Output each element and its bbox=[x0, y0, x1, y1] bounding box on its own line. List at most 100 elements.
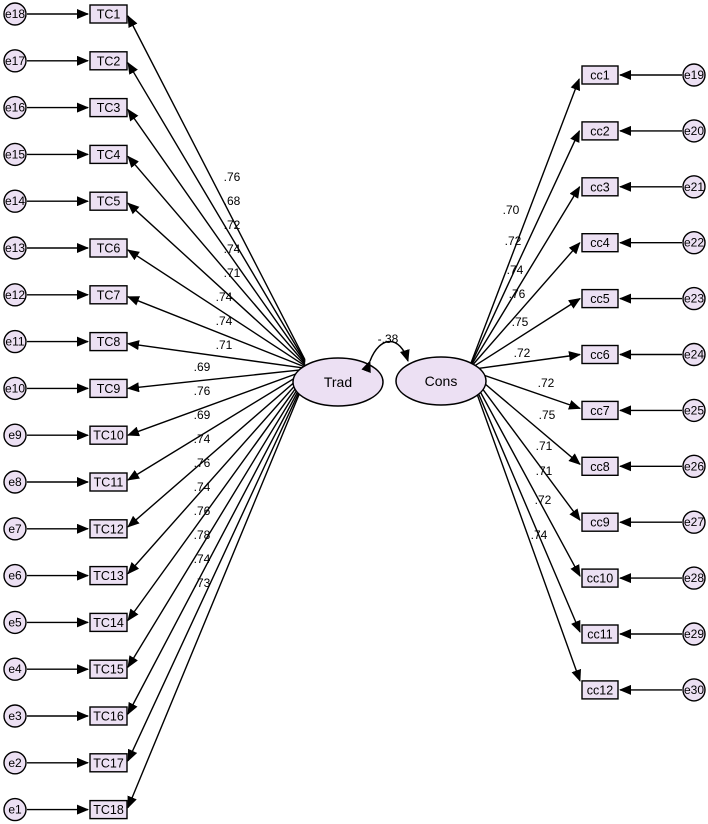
indicator-label: TC9 bbox=[97, 382, 121, 396]
loading-path bbox=[127, 340, 306, 369]
indicator-label: TC8 bbox=[97, 335, 121, 349]
indicator-TC2: TC2 bbox=[89, 51, 128, 71]
error-term-e14: e14 bbox=[3, 189, 27, 213]
indicator-label: cc5 bbox=[590, 292, 610, 306]
error-label: e12 bbox=[5, 288, 25, 302]
loading-path bbox=[127, 372, 306, 528]
indicator-label: TC4 bbox=[97, 148, 121, 162]
indicator-TC13: TC13 bbox=[89, 565, 128, 586]
error-term-e23: e23 bbox=[682, 286, 706, 311]
loading-path bbox=[469, 78, 580, 366]
loading-path bbox=[127, 108, 306, 363]
error-term-e24: e24 bbox=[682, 342, 706, 367]
error-term-e28: e28 bbox=[682, 566, 706, 590]
error-label: e11 bbox=[5, 335, 24, 349]
indicator-label: TC1 bbox=[97, 8, 121, 22]
error-label: e7 bbox=[8, 522, 22, 536]
loading-path bbox=[127, 373, 306, 575]
error-label: e27 bbox=[684, 515, 704, 529]
error-term-e22: e22 bbox=[682, 230, 706, 255]
error-term-e11: e11 bbox=[3, 329, 27, 354]
loading-path bbox=[127, 249, 306, 367]
error-label: e25 bbox=[684, 403, 704, 417]
loading-label: .75 bbox=[512, 315, 529, 329]
indicator-TC9: TC9 bbox=[89, 378, 128, 399]
indicator-label: cc8 bbox=[590, 460, 610, 474]
error-label: e28 bbox=[684, 571, 704, 585]
indicator-label: cc12 bbox=[587, 683, 613, 697]
error-label: e16 bbox=[5, 101, 25, 115]
covariance-arc: -.38 bbox=[361, 332, 410, 374]
error-term-e18: e18 bbox=[3, 2, 27, 26]
indicator-label: cc2 bbox=[590, 124, 610, 138]
error-label: e22 bbox=[684, 236, 704, 250]
indicator-TC6: TC6 bbox=[89, 238, 128, 258]
latent-cons: Cons bbox=[395, 356, 487, 406]
loading-label: .72 bbox=[505, 234, 522, 248]
indicator-label: TC13 bbox=[93, 569, 124, 583]
indicator-TC18: TC18 bbox=[89, 799, 128, 820]
indicator-label: TC14 bbox=[93, 616, 124, 630]
indicator-label: TC15 bbox=[93, 663, 124, 677]
loading-label: .68 bbox=[224, 194, 241, 208]
error-term-e20: e20 bbox=[682, 119, 706, 143]
indicator-cc7: cc7 bbox=[581, 400, 619, 421]
error-label: e29 bbox=[684, 627, 704, 641]
indicator-cc8: cc8 bbox=[581, 456, 619, 476]
loading-label: .74 bbox=[216, 290, 233, 304]
indicator-TC3: TC3 bbox=[89, 97, 128, 118]
error-term-e19: e19 bbox=[682, 63, 706, 87]
covariance-label: -.38 bbox=[378, 332, 399, 346]
indicator-TC15: TC15 bbox=[89, 659, 128, 679]
indicator-label: cc9 bbox=[590, 516, 610, 530]
error-label: e17 bbox=[5, 54, 25, 68]
loading-label: .74 bbox=[194, 432, 211, 446]
indicator-TC11: TC11 bbox=[89, 472, 128, 492]
indicator-label: cc3 bbox=[590, 180, 610, 194]
loading-label: .69 bbox=[194, 408, 211, 422]
error-label: e3 bbox=[8, 709, 22, 723]
indicator-cc6: cc6 bbox=[581, 344, 619, 365]
indicator-label: TC18 bbox=[93, 803, 124, 817]
indicator-label: cc6 bbox=[590, 348, 610, 362]
loading-label: .74 bbox=[194, 480, 211, 494]
loading-label: .74 bbox=[507, 263, 524, 277]
indicator-label: TC7 bbox=[97, 288, 121, 302]
loading-label: .76 bbox=[194, 456, 211, 470]
error-label: e15 bbox=[5, 147, 25, 161]
loading-path bbox=[469, 298, 581, 370]
loading-path bbox=[127, 371, 306, 481]
indicator-label: cc11 bbox=[587, 628, 613, 642]
error-term-e5: e5 bbox=[3, 610, 27, 635]
error-term-e3: e3 bbox=[3, 704, 27, 728]
error-label: e5 bbox=[8, 615, 22, 629]
loading-label: .71 bbox=[536, 464, 553, 478]
loading-label: .78 bbox=[194, 528, 211, 542]
indicator-TC16: TC16 bbox=[89, 706, 128, 726]
indicator-TC17: TC17 bbox=[89, 753, 128, 773]
indicator-TC5: TC5 bbox=[89, 191, 128, 211]
error-label: e14 bbox=[5, 194, 25, 208]
error-term-e21: e21 bbox=[682, 175, 706, 199]
indicator-cc9: cc9 bbox=[581, 512, 619, 532]
indicator-TC14: TC14 bbox=[89, 612, 128, 633]
error-label: e4 bbox=[8, 662, 22, 676]
loading-label: .76 bbox=[194, 504, 211, 518]
indicator-label: cc10 bbox=[587, 572, 613, 586]
loading-label: .72 bbox=[514, 346, 531, 360]
loading-label: .71 bbox=[224, 266, 241, 280]
error-term-e2: e2 bbox=[3, 751, 27, 775]
loading-path bbox=[469, 372, 581, 577]
loading-label: .72 bbox=[535, 493, 552, 507]
loading-path bbox=[127, 377, 306, 715]
error-term-e30: e30 bbox=[682, 678, 706, 702]
error-term-e16: e16 bbox=[3, 95, 27, 120]
loading-path bbox=[127, 296, 306, 368]
indicator-TC7: TC7 bbox=[89, 285, 128, 305]
indicator-TC1: TC1 bbox=[89, 4, 128, 24]
loading-path bbox=[469, 369, 581, 410]
error-term-e17: e17 bbox=[3, 49, 27, 73]
loading-path bbox=[469, 374, 581, 682]
indicator-label: TC16 bbox=[93, 710, 124, 724]
loading-path bbox=[127, 376, 306, 669]
